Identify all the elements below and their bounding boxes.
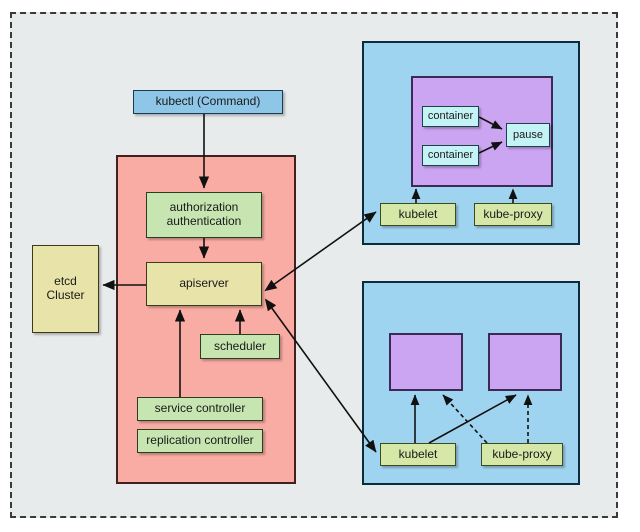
authorization-label: authorization authentication [166, 200, 242, 228]
apiserver-label: apiserver [179, 276, 229, 291]
container-box-1[interactable]: container [422, 106, 479, 127]
container-label-1: container [427, 110, 474, 123]
pause-container-box[interactable]: pause [506, 123, 550, 147]
container-box-2[interactable]: container [422, 145, 479, 166]
kubectl-label: kubectl (Command) [155, 94, 261, 109]
authorization-authentication-box[interactable]: authorization authentication [146, 192, 262, 238]
kubectl-command-box[interactable]: kubectl (Command) [133, 90, 283, 114]
replication-controller-box[interactable]: replication controller [137, 429, 263, 453]
apiserver-box[interactable]: apiserver [146, 262, 262, 306]
etcd-cluster-box[interactable]: etcd Cluster [32, 245, 99, 333]
container-label-2: container [427, 149, 474, 162]
kubelet-box-top[interactable]: kubelet [380, 203, 456, 226]
etcd-label: etcd Cluster [46, 274, 85, 302]
kubelet-box-bottom[interactable]: kubelet [380, 443, 456, 466]
scheduler-label: scheduler [213, 338, 267, 353]
replication-controller-label: replication controller [146, 433, 254, 448]
pod-panel-bottom-right [488, 333, 562, 391]
pod-panel-bottom-left [389, 333, 463, 391]
kube-proxy-box-top[interactable]: kube-proxy [474, 203, 552, 226]
kube-proxy-label-top: kube-proxy [483, 206, 543, 221]
kube-proxy-box-bottom[interactable]: kube-proxy [481, 443, 563, 466]
service-controller-label: service controller [154, 401, 246, 416]
kubelet-label-top: kubelet [398, 206, 438, 221]
scheduler-box[interactable]: scheduler [200, 334, 280, 359]
kube-proxy-label-bottom: kube-proxy [492, 446, 552, 461]
kubelet-label-bottom: kubelet [398, 446, 438, 461]
service-controller-box[interactable]: service controller [137, 397, 263, 421]
pause-label: pause [513, 128, 543, 141]
